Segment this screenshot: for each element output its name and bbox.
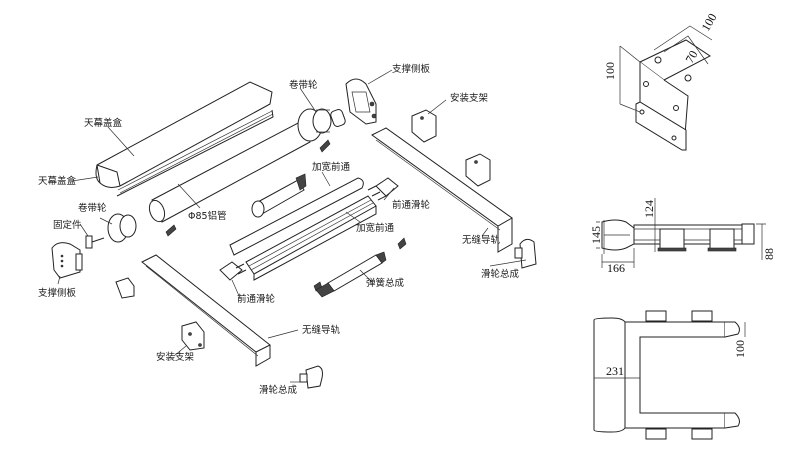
screw-right [397,237,407,250]
screw-top [319,139,331,153]
label-fixing-piece: 固定件 [53,219,82,231]
widened-front-cover [229,177,364,256]
dim-top-231: 231 [606,364,624,378]
dim-side-88: 88 [762,248,776,260]
fixing-piece [85,235,105,249]
motor-tube [251,173,307,218]
label-front-pulley-left: 前通滑轮 [237,293,276,305]
label-pulley-assembly-right: 滑轮总成 [481,268,520,280]
label-top-cover-upper: 天幕盖盒 [84,117,123,129]
mount-bracket-top-1 [411,109,437,143]
dim-top-100: 100 [733,340,747,358]
label-alu-tube: Φ85铝管 [188,210,227,222]
top-view: 231 100 [593,310,747,440]
reel-wheel-right [297,108,346,142]
side-plate-left [51,242,83,279]
label-reel-wheel-right: 卷带轮 [289,79,318,91]
dim-side-145: 145 [589,226,603,244]
label-widened-front-lower: 加宽前通 [356,222,395,234]
front-pulley-right [367,177,399,201]
label-mount-bracket-top: 安装支架 [450,92,489,104]
spring-assembly [315,251,387,298]
screw-mid [165,224,177,237]
mount-bracket-top-2 [465,153,491,187]
leader-lines [57,69,527,383]
seamless-rail-right [371,127,513,253]
pulley-assembly-right [514,238,537,269]
label-seamless-rail-right: 无缝导轨 [462,234,501,246]
seamless-rail-left [141,254,271,367]
side-view: 124 145 166 88 [589,198,776,275]
front-pulley-left [219,261,247,281]
dim-side-124: 124 [642,200,656,218]
pulley-assembly-bottom [299,365,323,389]
reel-wheel-left [107,213,137,243]
label-top-cover-lower: 天幕盖盒 [38,175,77,187]
mount-bracket-left [115,277,135,299]
label-reel-wheel-left: 卷带轮 [78,202,107,214]
bracket-detail: 100 100 70 [603,11,720,151]
label-mount-bracket-bottom: 安装支架 [156,351,195,363]
dim-bracket-width: 100 [698,11,719,34]
top-cover-box [95,81,274,197]
label-front-pulley-right: 前通滑轮 [392,199,431,211]
label-spring-assembly: 弹簧总成 [366,277,405,289]
widened-front-profile [245,195,377,281]
exploded-view: 天幕盖盒 天幕盖盒 卷带轮 固定件 支撑侧板 卷带轮 支撑侧板 安装支架 Φ85… [38,63,537,396]
label-widened-front-upper: 加宽前通 [312,161,351,173]
label-seamless-rail-left: 无缝导轨 [302,324,341,336]
label-side-plate-right: 支撑侧板 [392,63,431,75]
mount-bracket-bottom [181,321,205,351]
side-plate-right [345,78,377,125]
dim-bracket-height: 100 [603,62,617,80]
label-pulley-assembly-bottom: 滑轮总成 [259,384,298,396]
dim-side-166: 166 [607,261,625,275]
label-side-plate-left: 支撑侧板 [38,287,77,299]
